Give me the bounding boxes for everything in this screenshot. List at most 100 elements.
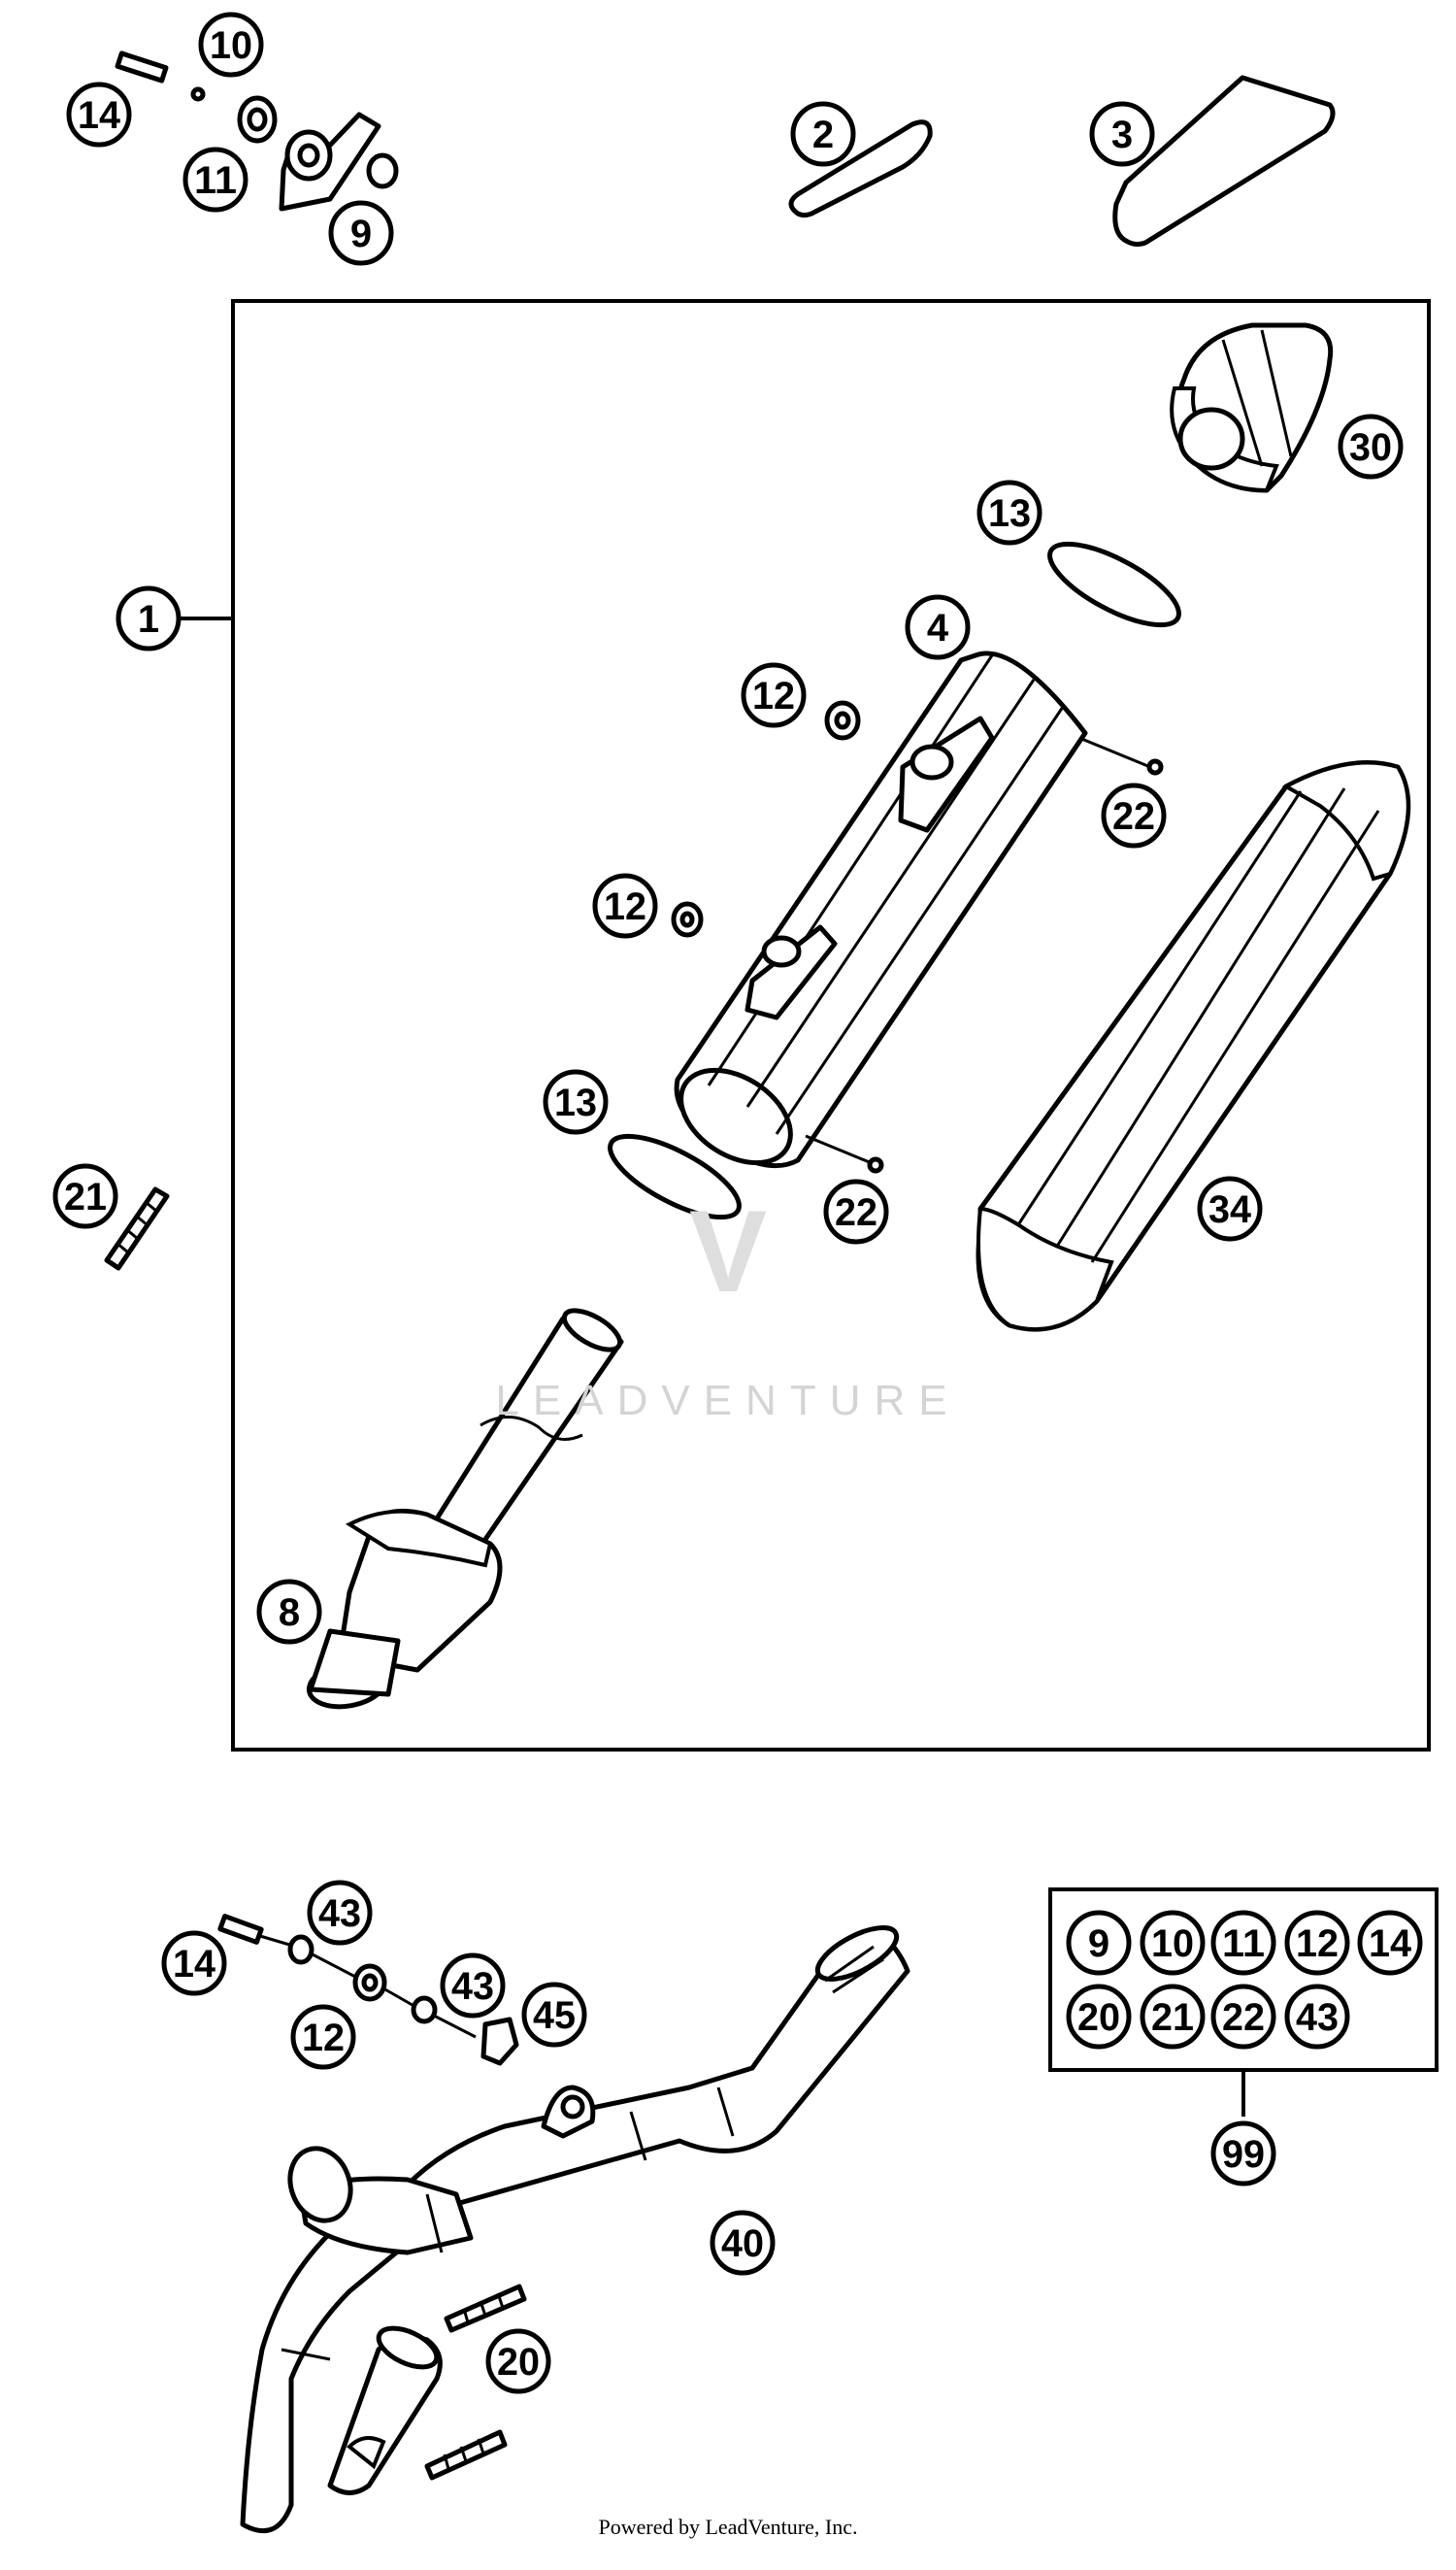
callout-circle (440, 1953, 506, 2019)
part-spring-21-side (104, 1186, 170, 1271)
callout-circle (905, 594, 971, 660)
callout-c10a: 10 (198, 12, 264, 78)
callout-c20a: 20 (485, 2328, 551, 2394)
callout-number: 21 (64, 1176, 107, 1218)
callout-c21a: 21 (52, 1163, 118, 1229)
callout-circle (592, 873, 658, 939)
part-gasket-13-bottom (608, 1133, 742, 1220)
part-tailpipe-8 (306, 1308, 624, 1710)
callout-circle (161, 1930, 227, 1996)
callout-c40: 40 (710, 2210, 776, 2276)
callout-k22: 22 (1210, 1984, 1276, 2050)
callout-number: 40 (721, 2222, 764, 2265)
callout-k14: 14 (1357, 1910, 1423, 1976)
callout-circle (1140, 1910, 1206, 1976)
callout-k43: 43 (1284, 1984, 1350, 2050)
callout-circle (976, 480, 1042, 546)
callout-c3: 3 (1089, 101, 1155, 167)
callout-circle (1210, 1984, 1276, 2050)
callout-number: 22 (1222, 1996, 1265, 2039)
callout-circle (328, 200, 394, 266)
part-header-pipe-40 (240, 1925, 910, 2534)
hardware-leader-line-2 (382, 1986, 418, 2010)
part-washer-10 (190, 86, 206, 102)
callout-c12b: 12 (592, 873, 658, 939)
callout-k21: 21 (1140, 1984, 1206, 2050)
part-heat-shield-2 (788, 119, 933, 218)
callout-c2: 2 (790, 101, 856, 167)
callout-number: 30 (1349, 426, 1392, 469)
callout-number: 13 (554, 1082, 597, 1124)
callout-c11a: 11 (182, 147, 248, 213)
callout-circle (290, 2004, 356, 2070)
part-washer-43-lower (411, 1995, 438, 2024)
callout-circle (182, 147, 248, 213)
callout-number: 14 (78, 94, 121, 137)
silencer-assembly-frame (231, 299, 1431, 1752)
callout-c22b: 22 (823, 1179, 889, 1245)
callout-circle (521, 1982, 587, 2048)
callout-number: 12 (752, 675, 795, 718)
callout-c8: 8 (256, 1579, 322, 1645)
callout-circle (52, 1163, 118, 1229)
callout-circle (1284, 1910, 1350, 1976)
callout-circle (1089, 101, 1155, 167)
callout-number: 21 (1151, 1996, 1194, 2039)
callout-circle (741, 662, 807, 728)
callout-number: 20 (1077, 1996, 1120, 2039)
callout-circle (1066, 1910, 1132, 1976)
callout-number: 20 (497, 2341, 540, 2384)
part-spring-20-lower (424, 2429, 508, 2481)
hardware-leader-line (310, 1952, 360, 1981)
callout-circle (1357, 1910, 1423, 1976)
part-bolt-14-top (115, 50, 169, 83)
callout-number: 8 (279, 1591, 300, 1634)
callout-number: 4 (927, 607, 949, 650)
watermark-logo: V (689, 1186, 767, 1317)
callout-c1: 1 (116, 585, 182, 651)
part-rivet-22-lower (805, 1134, 884, 1174)
callout-circle (66, 82, 132, 148)
callout-circle (1338, 414, 1404, 480)
callout-c4: 4 (905, 594, 971, 660)
callout-k10: 10 (1140, 1910, 1206, 1976)
callout-number: 3 (1111, 114, 1133, 156)
callout-circle (1210, 2120, 1276, 2186)
callout-k11: 11 (1210, 1910, 1276, 1976)
callout-number: 11 (194, 159, 237, 202)
callout-k20: 20 (1066, 1984, 1132, 2050)
callout-number: 14 (1369, 1922, 1412, 1965)
callout-circle (1210, 1910, 1276, 1976)
callout-c9a: 9 (328, 200, 394, 266)
callout-circle (823, 1179, 889, 1245)
callout-number: 1 (138, 598, 159, 641)
callout-circle (1197, 1176, 1263, 1242)
part-rivet-22-upper (1078, 736, 1164, 776)
callout-circle (256, 1579, 322, 1645)
callout-k12: 12 (1284, 1910, 1350, 1976)
part-nut-9 (366, 152, 399, 189)
callout-circle (1101, 783, 1167, 849)
callout-number: 10 (1151, 1922, 1194, 1965)
callout-number: 10 (210, 24, 252, 67)
callout-number: 9 (1088, 1922, 1109, 1965)
hardware-leader-line-3 (433, 2014, 477, 2039)
callout-number: 12 (604, 885, 646, 928)
callout-circle (710, 2210, 776, 2276)
part-heat-shield-3 (1112, 75, 1336, 248)
callout-circle (543, 1069, 609, 1135)
part-outer-sleeve-34 (976, 760, 1411, 1332)
callout-number: 99 (1222, 2133, 1265, 2176)
callout-number: 45 (533, 1994, 576, 2037)
callout-c99: 99 (1210, 2120, 1276, 2186)
part-spring-20-upper (444, 2284, 527, 2333)
part-clip-45 (480, 2017, 519, 2066)
callout-number: 12 (302, 2017, 345, 2059)
callout-c22a: 22 (1101, 783, 1167, 849)
callout-number: 2 (812, 114, 834, 156)
callout-number: 43 (318, 1892, 361, 1935)
callout-number: 13 (988, 492, 1031, 535)
part-nut-12-header (352, 1963, 387, 2002)
callout-number: 43 (451, 1965, 494, 2008)
